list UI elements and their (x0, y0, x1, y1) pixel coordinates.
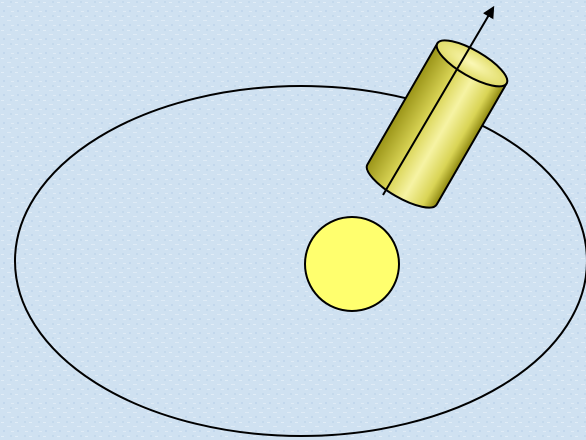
sun-circle (305, 217, 399, 311)
